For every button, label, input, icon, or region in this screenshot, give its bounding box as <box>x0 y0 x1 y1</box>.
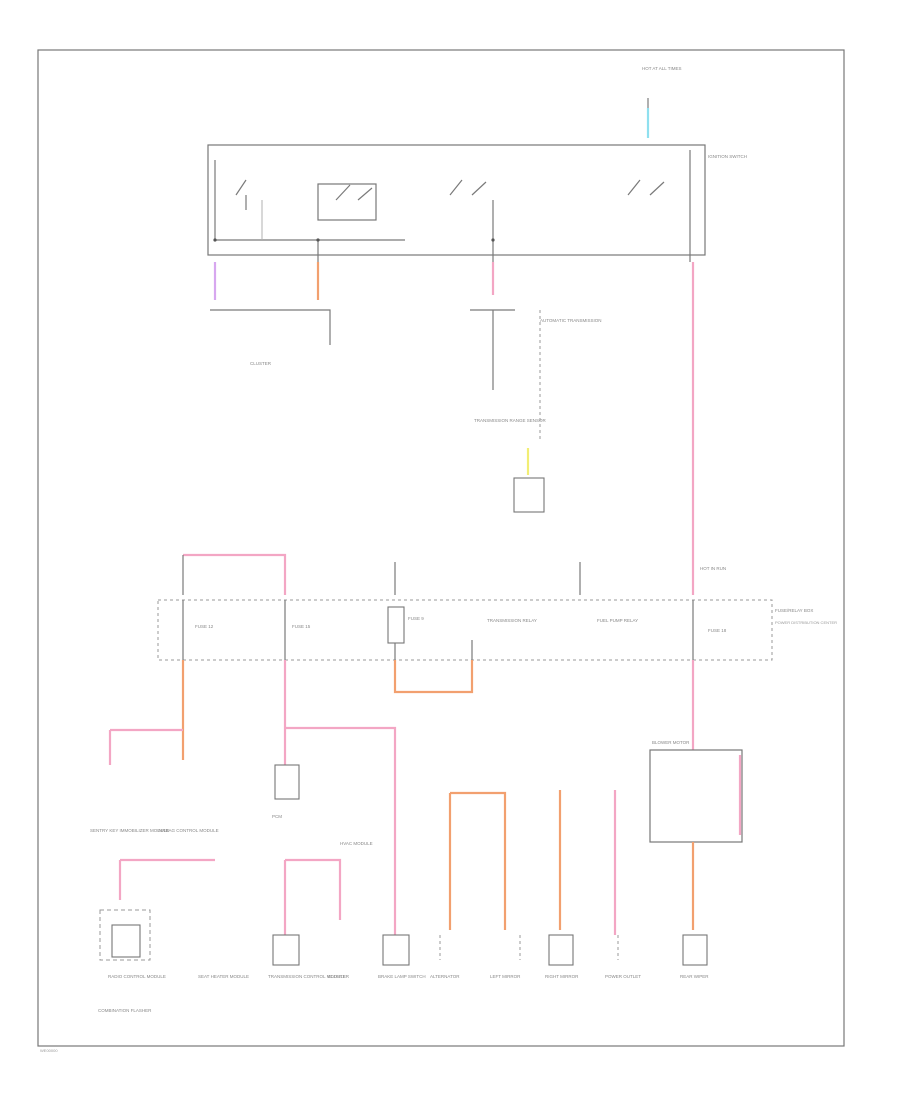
mid-lower-circuits: HVAC MODULE <box>118 790 617 935</box>
fuse-label-3: FUSE 9 <box>408 616 424 621</box>
fuse-label-1: FUSE 12 <box>195 624 214 629</box>
transmission-range-circuit: AUTOMATIC TRANSMISSION TRANSMISSION RANG… <box>470 262 602 513</box>
bottom-1-label: RADIO CONTROL MODULE <box>108 974 166 979</box>
bottom-3-label: TRANSMISSION CONTROL MODULE <box>268 974 346 979</box>
bottom-9-label: POWER OUTLET <box>605 974 641 979</box>
bottom-10-label: REAR WIPER <box>680 974 709 979</box>
bottom-components: RADIO CONTROL MODULE SEAT HEATER MODULE … <box>98 909 709 1013</box>
bottom-note-label: COMBINATION FLASHER <box>98 1008 152 1013</box>
comp-4-label: HVAC MODULE <box>340 841 373 846</box>
fuse-relay-box: FUSE/RELAY BOX POWER DISTRIBUTION CENTER… <box>157 553 837 661</box>
comp-3-label: PCM <box>272 814 282 819</box>
fuel-label: FUEL PUMP RELAY <box>597 618 638 623</box>
blower-circuit: BLOWER MOTOR <box>649 660 743 930</box>
bottom-7-label: LEFT MIRROR <box>490 974 521 979</box>
bottom-6-label: ALTERNATOR <box>430 974 460 979</box>
bottom-2-label: SEAT HEATER MODULE <box>198 974 249 979</box>
fuse-box-note: POWER DISTRIBUTION CENTER <box>775 620 837 625</box>
top-power-source: HOT AT ALL TIMES <box>642 66 682 138</box>
hot-in-run-label: HOT IN RUN <box>700 566 726 571</box>
cluster-top-label: CLUSTER <box>250 361 272 366</box>
corner-code: WE00000 <box>40 1048 58 1053</box>
transmission-range-label: TRANSMISSION RANGE SENSOR <box>474 418 547 423</box>
bottom-8-label: RIGHT MIRROR <box>545 974 579 979</box>
connector-note-label: AUTOMATIC TRANSMISSION <box>540 318 602 323</box>
blower-label: BLOWER MOTOR <box>652 740 690 745</box>
relay-label: TRANSMISSION RELAY <box>487 618 537 623</box>
comp-1-label: SENTRY KEY IMMOBILIZER MODULE <box>90 828 169 833</box>
fuse-box-label: FUSE/RELAY BOX <box>775 608 813 613</box>
ignition-switch-label: IGNITION SWITCH <box>708 154 747 159</box>
fuse-label-2: FUSE 15 <box>292 624 311 629</box>
left-lower-circuits: SENTRY KEY IMMOBILIZER MODULE AIRBAG CON… <box>90 660 474 935</box>
top-source-label: HOT AT ALL TIMES <box>642 66 682 71</box>
transmission-sensor-component <box>513 477 545 513</box>
bottom-5-label: BRAKE LAMP SWITCH <box>378 974 426 979</box>
fuse-label-4: FUSE 18 <box>708 628 727 633</box>
comp-2-label: AIRBAG CONTROL MODULE <box>158 828 219 833</box>
ignition-switch: IGNITION SWITCH <box>207 144 747 262</box>
bottom-4-label: CLUSTER <box>328 974 350 979</box>
cluster-feed: CLUSTER <box>210 262 331 366</box>
diagram-frame <box>37 49 845 1047</box>
